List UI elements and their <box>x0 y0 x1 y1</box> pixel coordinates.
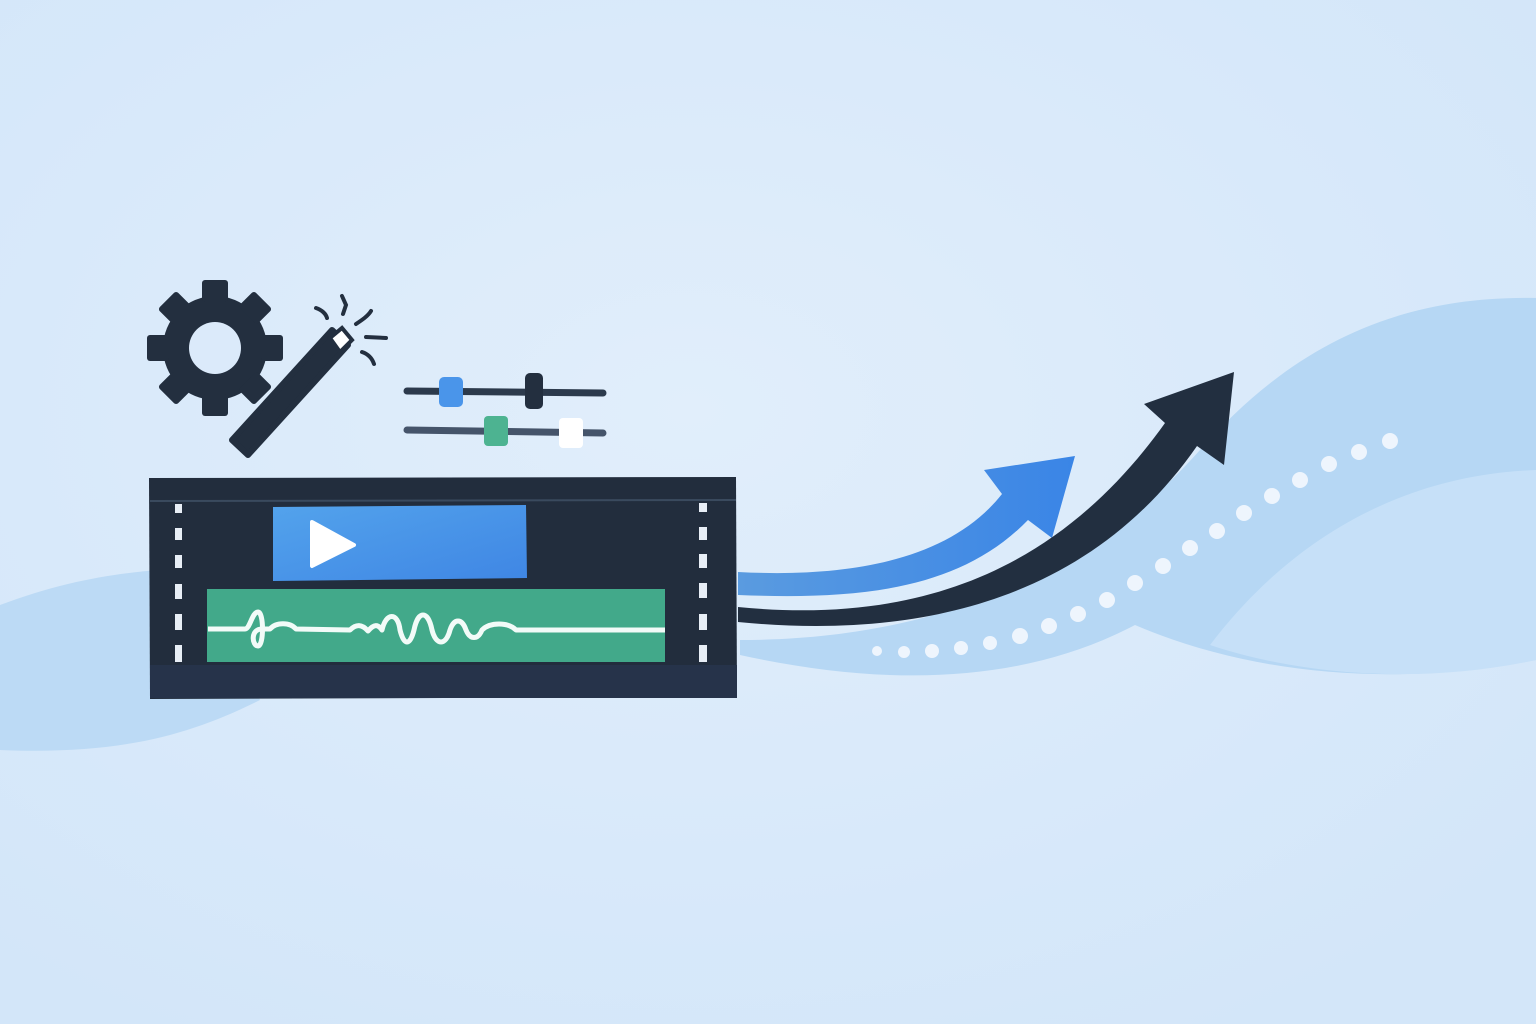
trend-arrow-icon <box>738 456 1075 597</box>
video-clip[interactable] <box>273 505 527 581</box>
slider-thumb-dark[interactable] <box>525 373 543 409</box>
dotted-trail <box>872 433 1398 658</box>
film-perforations-left <box>175 504 182 662</box>
slider-thumb-blue[interactable] <box>439 377 463 407</box>
trend-arrow-icon-dark <box>738 372 1234 627</box>
magic-wand-icon <box>229 294 388 458</box>
slider-thumb-white[interactable] <box>559 418 583 448</box>
gear-icon <box>147 280 283 416</box>
audio-clip[interactable] <box>207 589 665 662</box>
sliders-icon <box>403 373 607 448</box>
video-timeline-panel <box>149 477 737 699</box>
film-perforations-right <box>699 503 707 662</box>
background-wave-right-inner <box>1210 470 1536 675</box>
play-icon[interactable] <box>310 520 356 568</box>
slider-thumb-green[interactable] <box>484 416 508 446</box>
audio-waveform-icon <box>208 609 665 649</box>
